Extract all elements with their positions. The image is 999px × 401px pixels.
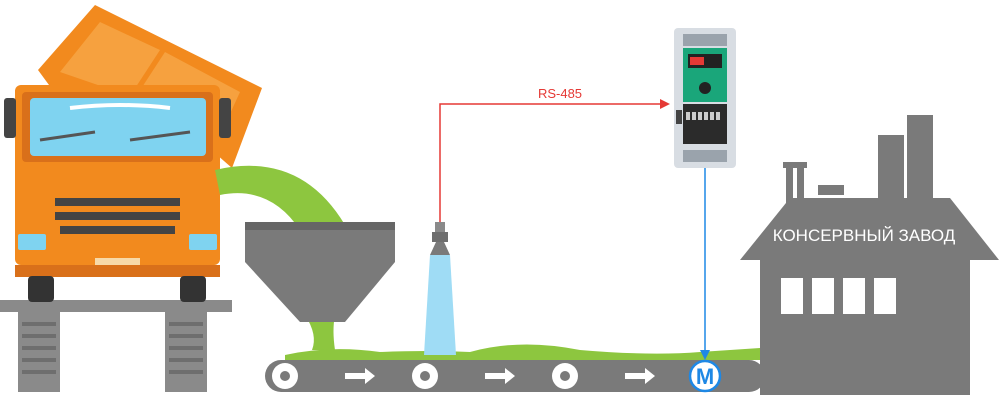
grain-stream (215, 165, 345, 350)
hopper-icon (245, 222, 395, 322)
dump-truck-icon (0, 5, 262, 392)
rs485-label: RS-485 (538, 86, 582, 101)
sensor-icon (424, 222, 456, 355)
material-pile (285, 344, 760, 360)
factory-icon: КОНСЕРВНЫЙ ЗАВОД (740, 115, 999, 395)
motor-label: M (696, 364, 714, 389)
conveyor-icon (265, 360, 765, 392)
rs485-link: RS-485 (439, 86, 670, 222)
controller-icon (674, 28, 736, 168)
motor-icon: M (688, 359, 722, 393)
motor-control-link (700, 168, 710, 360)
factory-label: КОНСЕРВНЫЙ ЗАВОД (773, 226, 956, 245)
